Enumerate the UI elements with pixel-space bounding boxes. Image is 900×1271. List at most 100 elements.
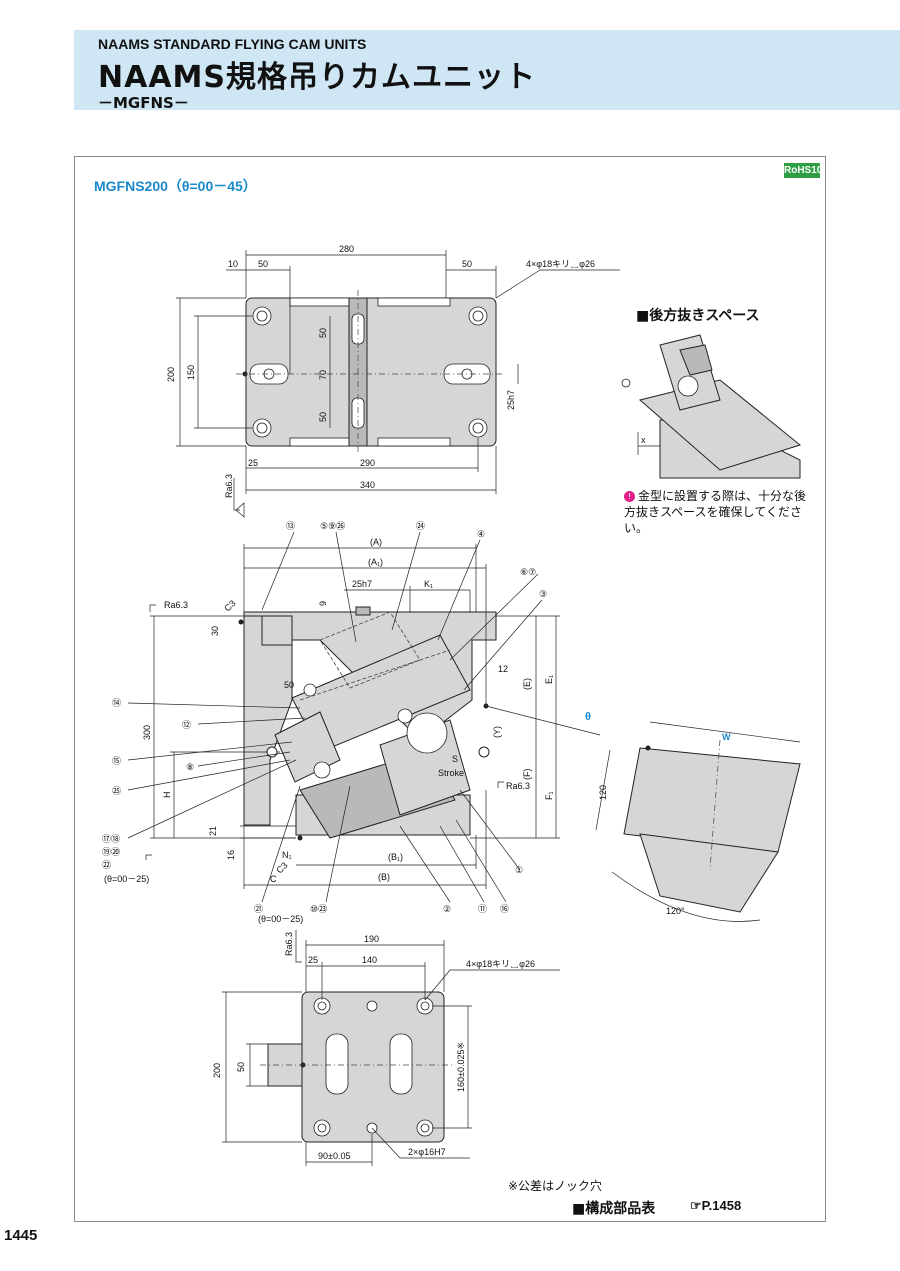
dim-label: 160±0.025※ (456, 1042, 466, 1092)
dim-label: 50 (258, 259, 268, 269)
dim-label: 50 (284, 680, 294, 690)
dim-label: 9 (318, 601, 328, 606)
callout: ⑲⑳ (102, 847, 120, 857)
callout: ⑪ (478, 904, 487, 914)
callout-numbers: ⑬ ⑤⑨㉖ ㉔ ④ ⑥⑦ ③ ⑭ ⑫ ⑮ ⑧ ㉕ ⑰⑱ ⑲⑳ ㉒ ① ② ⑪ ⑯… (102, 521, 547, 914)
callout: ⑫ (182, 720, 191, 730)
dim-label: (B₁) (388, 852, 403, 862)
subtitle: －MGFNS－ (98, 94, 189, 112)
dim-label: Ra6.3 (224, 474, 234, 498)
dim-label: 140 (362, 955, 377, 965)
w-label: W (722, 732, 731, 742)
dim-label: 200 (212, 1063, 222, 1078)
note-text: 金型に設置する際は、十分な後方抜きスペースを確保してください。 (624, 489, 807, 535)
dim-label: N₁ (282, 850, 292, 860)
callout: ④ (477, 529, 485, 539)
dim-label: 25 (308, 955, 318, 965)
dim-label: 50 (318, 412, 328, 422)
model-label: MGFNS200（θ=00－45） (94, 178, 257, 194)
rear-space-diagram: x (621, 334, 802, 479)
dim-label: 340 (360, 480, 375, 490)
callout: ① (515, 865, 523, 875)
rear-space-note: !金型に設置する際は、十分な後方抜きスペースを確保してください。 (624, 488, 814, 536)
dim-label: 290 (360, 458, 375, 468)
dim-label: C3 (274, 860, 289, 875)
dim-label: 2×φ16H7 (408, 1147, 446, 1157)
dim-label: 10 (228, 259, 238, 269)
dim-label: (E) (522, 678, 532, 690)
page-ref-link[interactable]: ☞P.1458 (690, 1198, 742, 1213)
callout: ⑮ (112, 756, 121, 766)
dim-label: 4×φ18キリ␣φ26 (526, 259, 595, 269)
dim-label: H (162, 792, 172, 799)
callout: ⑭ (112, 698, 121, 708)
dim-label: 200 (166, 367, 176, 382)
dim-label: K₁ (424, 579, 433, 589)
front-view: ⑬ ⑤⑨㉖ ㉔ ④ ⑥⑦ ③ ⑭ ⑫ ⑮ ⑧ ㉕ ⑰⑱ ⑲⑳ ㉒ ① ② ⑪ ⑯… (102, 521, 601, 924)
dim-label: 25h7 (506, 390, 516, 410)
dim-label: 50 (318, 328, 328, 338)
rear-space-title: ■後方抜きスペース (636, 308, 760, 324)
header-band: NAAMS STANDARD FLYING CAM UNITS NAAMS規格吊… (74, 30, 900, 112)
callout: ㉔ (416, 521, 425, 531)
top-view: 280 10 50 50 4×φ18キリ␣φ26 200 150 50 70 5… (166, 244, 620, 518)
rohs-badge: RoHS10 (784, 163, 823, 178)
dim-label: 190 (364, 934, 379, 944)
title-en: NAAMS STANDARD FLYING CAM UNITS (98, 36, 367, 52)
callout: ㉕ (112, 786, 121, 796)
tolerance-note: ※公差はノック穴 (508, 1179, 602, 1193)
dim-label: 50 (236, 1062, 246, 1072)
callout: ⑩㉓ (310, 904, 327, 914)
callout: ⑯ (500, 904, 509, 914)
dim-label: 21 (208, 826, 218, 836)
callout: ③ (539, 589, 547, 599)
callout: ⑥⑦ (520, 567, 536, 577)
dim-label: (θ=00－25) (258, 914, 303, 924)
dim-label: 70 (318, 370, 328, 380)
callout: ㉑ (254, 904, 263, 914)
callout: ⑧ (186, 762, 194, 772)
iso-view: W 120 120° (595, 721, 801, 922)
dim-label: 90±0.05 (318, 1151, 350, 1161)
callout: ㉒ (102, 860, 111, 870)
h-label: 120 (598, 785, 608, 800)
dim-label: 30 (210, 626, 220, 636)
dim-label: (B) (378, 872, 390, 882)
dim-label: 50 (462, 259, 472, 269)
page-number: 1445 (4, 1227, 38, 1244)
bottom-view: Ra6.3 190 25 140 4×φ18キリ␣φ26 200 50 160±… (212, 930, 560, 1166)
dim-label: (θ=00－25) (104, 874, 149, 884)
dim-label: (F) (522, 769, 532, 781)
dim-label: C3 (222, 598, 237, 613)
dim-label: 25h7 (352, 579, 372, 589)
dim-label: 25 (248, 458, 258, 468)
dim-label: (A₁) (368, 557, 383, 567)
dim-label: Ra6.3 (164, 600, 188, 610)
drawing-panel (74, 156, 826, 1222)
dim-label: 280 (339, 244, 354, 254)
dim-label: Ra6.3 (284, 932, 294, 956)
title-jp: NAAMS規格吊りカムユニット (98, 60, 537, 95)
dim-label: F₁ (544, 791, 554, 800)
dim-label: 12 (498, 664, 508, 674)
dim-label: (Y) (492, 726, 502, 738)
dim-label: (A) (370, 537, 382, 547)
parts-list-link[interactable]: ■構成部品表 (572, 1201, 656, 1217)
theta-label: θ (585, 711, 591, 723)
callout: ⑤⑨㉖ (320, 521, 345, 531)
dim-label: 16 (226, 850, 236, 860)
callout: ⑬ (286, 521, 295, 531)
callout: ⑰⑱ (102, 834, 120, 844)
callout: ② (443, 904, 451, 914)
dim-label: S (452, 754, 458, 764)
dim-label: Stroke (438, 768, 464, 778)
dim-label: C (270, 874, 277, 884)
angle-label: 120° (666, 906, 685, 916)
dim-label: 150 (186, 365, 196, 380)
dim-label: Ra6.3 (506, 781, 530, 791)
x-label: x (641, 435, 646, 445)
dim-label: 4×φ18キリ␣φ26 (466, 959, 535, 969)
warning-icon: ! (624, 491, 635, 502)
dim-label: 300 (142, 725, 152, 740)
